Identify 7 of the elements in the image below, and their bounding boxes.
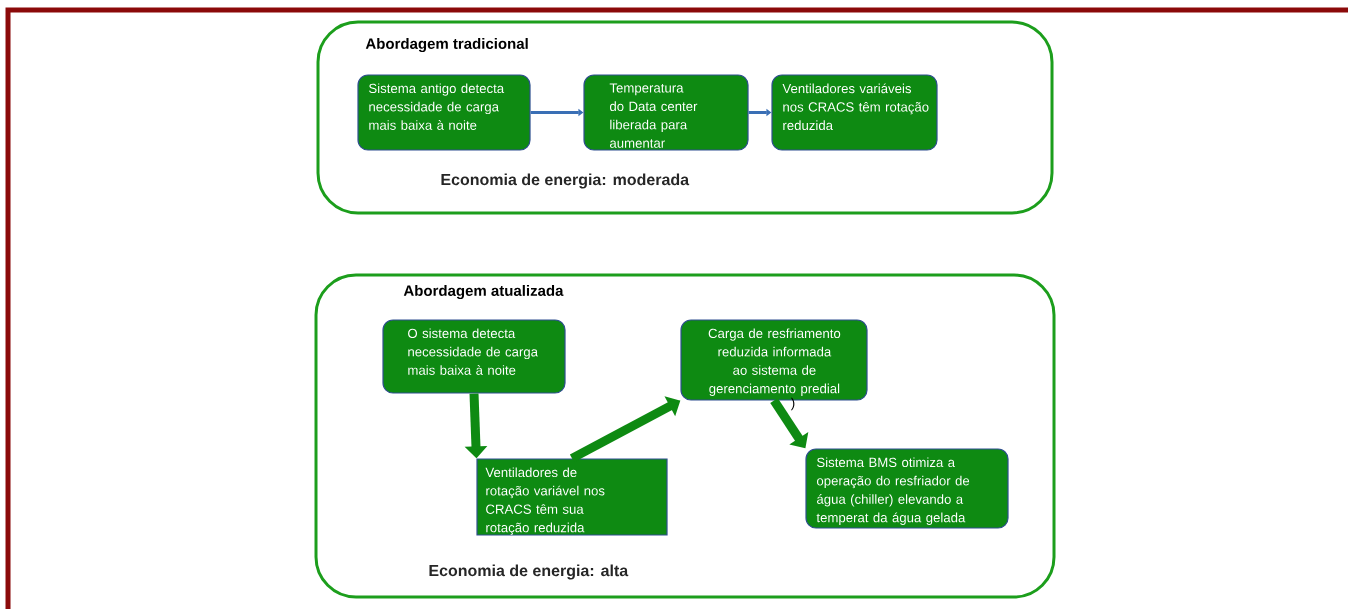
process-box: Ventiladores variáveis nos CRACS têm rotação reduzida bbox=[771, 74, 938, 151]
process-box: O sistema detecta necessidade de carga mais baixa à noite bbox=[382, 319, 566, 394]
process-box: Temperatura do Data center liberada para aumentar bbox=[583, 74, 749, 151]
process-box: Ventiladores de rotação variável nos CRACS têm sua rotação reduzida bbox=[476, 458, 668, 536]
process-box: Sistema BMS otimiza a operação do resfriador de água (chiller) elevando a temperat da água gelada bbox=[805, 448, 1009, 529]
process-box: Sistema antigo detecta necessidade de carga mais baixa à noite bbox=[357, 74, 531, 151]
arrow bbox=[770, 398, 809, 449]
